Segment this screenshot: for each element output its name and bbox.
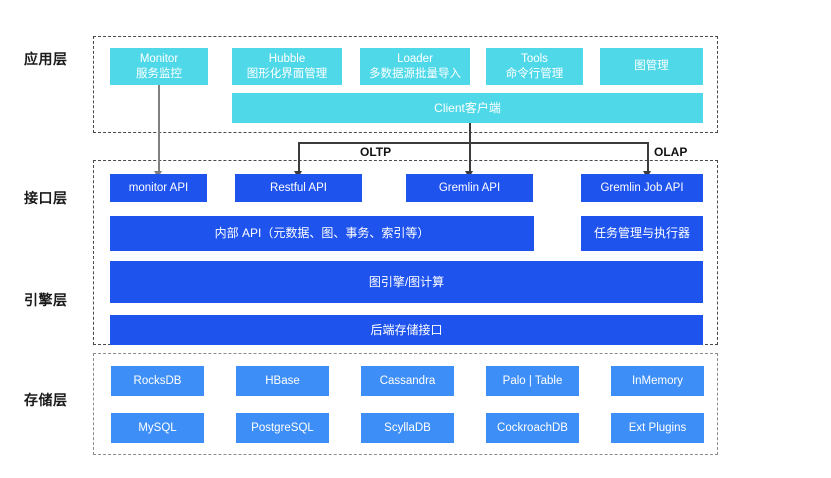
storage-node-cassandra-label: Cassandra bbox=[379, 374, 436, 387]
connector-client-branch-bar bbox=[298, 142, 648, 144]
app-node-loader[interactable]: Loader 多数据源批量导入 bbox=[360, 48, 470, 85]
internal-api-bar[interactable]: 内部 API（元数据、图、事务、索引等） bbox=[110, 216, 534, 251]
storage-node-hbase-label: HBase bbox=[265, 374, 300, 387]
engine-bar-graph-engine[interactable]: 图引擎/图计算 bbox=[110, 261, 703, 303]
api-node-gremlin-api[interactable]: Gremlin API bbox=[406, 174, 533, 202]
storage-node-cockroachdb[interactable]: CockroachDB bbox=[486, 413, 579, 443]
client-bar[interactable]: Client客户端 bbox=[232, 93, 703, 123]
layer-label-application: 应用层 bbox=[24, 51, 68, 67]
internal-api-label: 内部 API（元数据、图、事务、索引等） bbox=[214, 226, 430, 240]
flow-label-olap: OLAP bbox=[654, 145, 688, 159]
application-layer-container bbox=[93, 36, 718, 133]
layer-label-interface: 接口层 bbox=[24, 190, 68, 206]
task-manager-bar[interactable]: 任务管理与执行器 bbox=[581, 216, 703, 251]
engine-bar-backend-storage-interface-label: 后端存储接口 bbox=[370, 322, 443, 337]
storage-node-cassandra[interactable]: Cassandra bbox=[361, 366, 454, 396]
storage-node-palo-table[interactable]: Palo | Table bbox=[486, 366, 579, 396]
engine-bar-graph-engine-label: 图引擎/图计算 bbox=[368, 274, 445, 289]
api-node-gremlin-job-api[interactable]: Gremlin Job API bbox=[581, 174, 703, 202]
app-node-tools-line1: Tools bbox=[521, 53, 548, 66]
api-node-monitor-api[interactable]: monitor API bbox=[110, 174, 207, 202]
connector-client-to-restful-api bbox=[298, 142, 300, 173]
storage-node-scylladb-label: ScyllaDB bbox=[384, 421, 431, 434]
task-manager-label: 任务管理与执行器 bbox=[593, 226, 690, 240]
app-node-graph-management-label: 图管理 bbox=[634, 60, 669, 73]
storage-node-cockroachdb-label: CockroachDB bbox=[497, 421, 568, 434]
storage-node-palo-table-label: Palo | Table bbox=[502, 374, 563, 387]
storage-node-rocksdb-label: RocksDB bbox=[133, 374, 182, 387]
api-node-restful-api-label: Restful API bbox=[270, 181, 327, 194]
engine-bar-backend-storage-interface[interactable]: 后端存储接口 bbox=[110, 315, 703, 345]
storage-node-mysql-label: MySQL bbox=[138, 421, 177, 434]
storage-node-mysql[interactable]: MySQL bbox=[111, 413, 204, 443]
layer-label-engine: 引擎层 bbox=[24, 292, 68, 308]
app-node-monitor-line1: Monitor bbox=[139, 53, 179, 66]
connector-client-trunk bbox=[469, 123, 471, 173]
app-node-tools-line2: 命令行管理 bbox=[505, 67, 564, 80]
layer-label-storage: 存储层 bbox=[24, 392, 68, 408]
app-node-hubble[interactable]: Hubble 图形化界面管理 bbox=[232, 48, 342, 85]
app-node-hubble-line2: 图形化界面管理 bbox=[246, 67, 328, 80]
flow-label-oltp: OLTP bbox=[360, 145, 392, 159]
app-node-loader-line2: 多数据源批量导入 bbox=[369, 67, 461, 80]
storage-node-postgresql-label: PostgreSQL bbox=[251, 421, 314, 434]
storage-node-hbase[interactable]: HBase bbox=[236, 366, 329, 396]
storage-node-inmemory[interactable]: InMemory bbox=[611, 366, 704, 396]
app-node-hubble-line1: Hubble bbox=[268, 53, 306, 66]
app-node-tools[interactable]: Tools 命令行管理 bbox=[486, 48, 583, 85]
storage-node-rocksdb[interactable]: RocksDB bbox=[111, 366, 204, 396]
api-node-gremlin-api-label: Gremlin API bbox=[438, 181, 501, 194]
app-node-monitor-line2: 服务监控 bbox=[136, 67, 182, 80]
storage-node-scylladb[interactable]: ScyllaDB bbox=[361, 413, 454, 443]
app-node-monitor[interactable]: Monitor 服务监控 bbox=[110, 48, 208, 85]
storage-node-ext-plugins-label: Ext Plugins bbox=[628, 421, 687, 434]
storage-layer-container bbox=[93, 353, 718, 455]
connector-client-to-gremlin-job-api bbox=[647, 142, 649, 173]
client-bar-label: Client客户端 bbox=[434, 100, 501, 115]
app-node-loader-line1: Loader bbox=[397, 53, 433, 66]
api-node-monitor-api-label: monitor API bbox=[128, 181, 189, 194]
api-node-gremlin-job-api-label: Gremlin Job API bbox=[600, 181, 684, 194]
api-node-restful-api[interactable]: Restful API bbox=[235, 174, 362, 202]
storage-node-inmemory-label: InMemory bbox=[631, 374, 684, 387]
connector-monitor-to-monitor-api bbox=[158, 85, 160, 173]
storage-node-ext-plugins[interactable]: Ext Plugins bbox=[611, 413, 704, 443]
storage-node-postgresql[interactable]: PostgreSQL bbox=[236, 413, 329, 443]
app-node-graph-management[interactable]: 图管理 bbox=[600, 48, 703, 85]
